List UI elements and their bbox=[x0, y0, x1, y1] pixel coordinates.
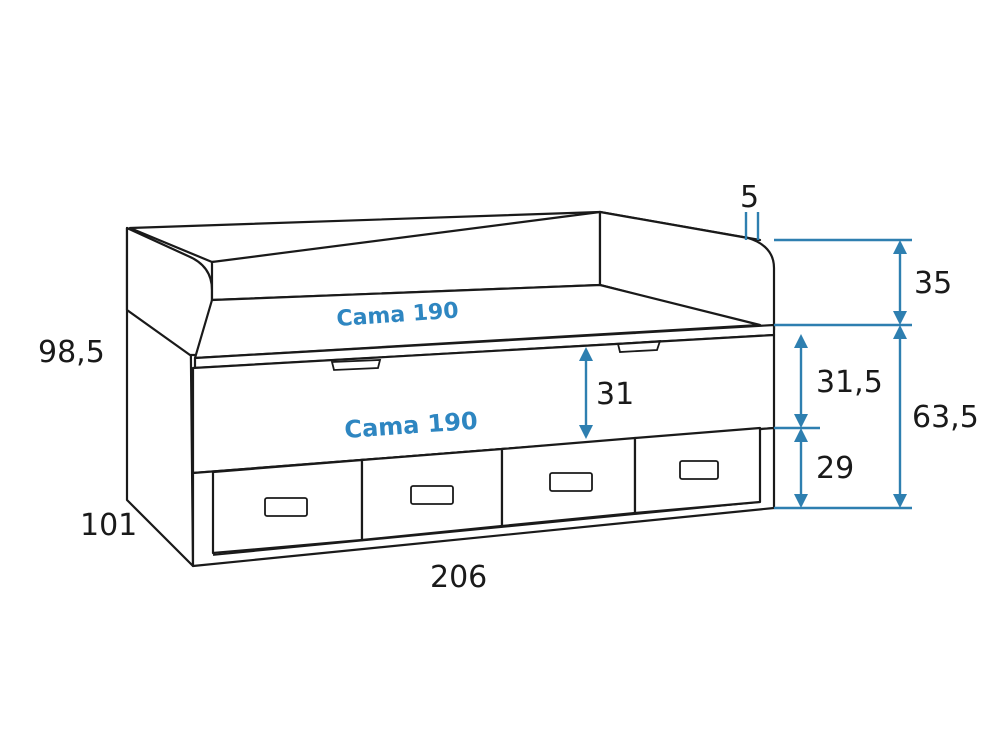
arrow-down bbox=[794, 414, 808, 428]
dim-drawer-height: 29 bbox=[816, 451, 854, 486]
arrow-up bbox=[794, 334, 808, 348]
dim-trundle-front: 31 bbox=[596, 377, 634, 412]
trundle-handle-left bbox=[330, 359, 382, 371]
dim-depth: 101 bbox=[80, 508, 137, 543]
dim-width: 206 bbox=[430, 560, 487, 595]
arrow-up bbox=[893, 325, 907, 339]
drawer-3 bbox=[500, 436, 637, 528]
drawer-4 bbox=[633, 426, 762, 515]
dim-trundle-height: 31,5 bbox=[816, 365, 883, 400]
dim-side-thickness: 5 bbox=[740, 180, 759, 215]
drawer-2-handle bbox=[410, 485, 454, 505]
arrow-up bbox=[579, 347, 593, 361]
arrow-down bbox=[893, 311, 907, 325]
drawer-4-handle bbox=[679, 460, 719, 480]
dim-base-height: 63,5 bbox=[912, 400, 979, 435]
drawer-2 bbox=[360, 447, 504, 542]
dim-backrest-height: 35 bbox=[914, 266, 952, 301]
dim-total-height: 98,5 bbox=[38, 335, 105, 370]
drawer-1-handle bbox=[264, 497, 308, 517]
arrow-down bbox=[893, 494, 907, 508]
arrow-down bbox=[794, 494, 808, 508]
trundle-handle-right bbox=[616, 340, 662, 353]
arrow-up bbox=[794, 428, 808, 442]
drawer-3-handle bbox=[549, 472, 593, 492]
arrow-down bbox=[579, 425, 593, 439]
arrow-up bbox=[893, 240, 907, 254]
drawer-1 bbox=[211, 458, 364, 555]
